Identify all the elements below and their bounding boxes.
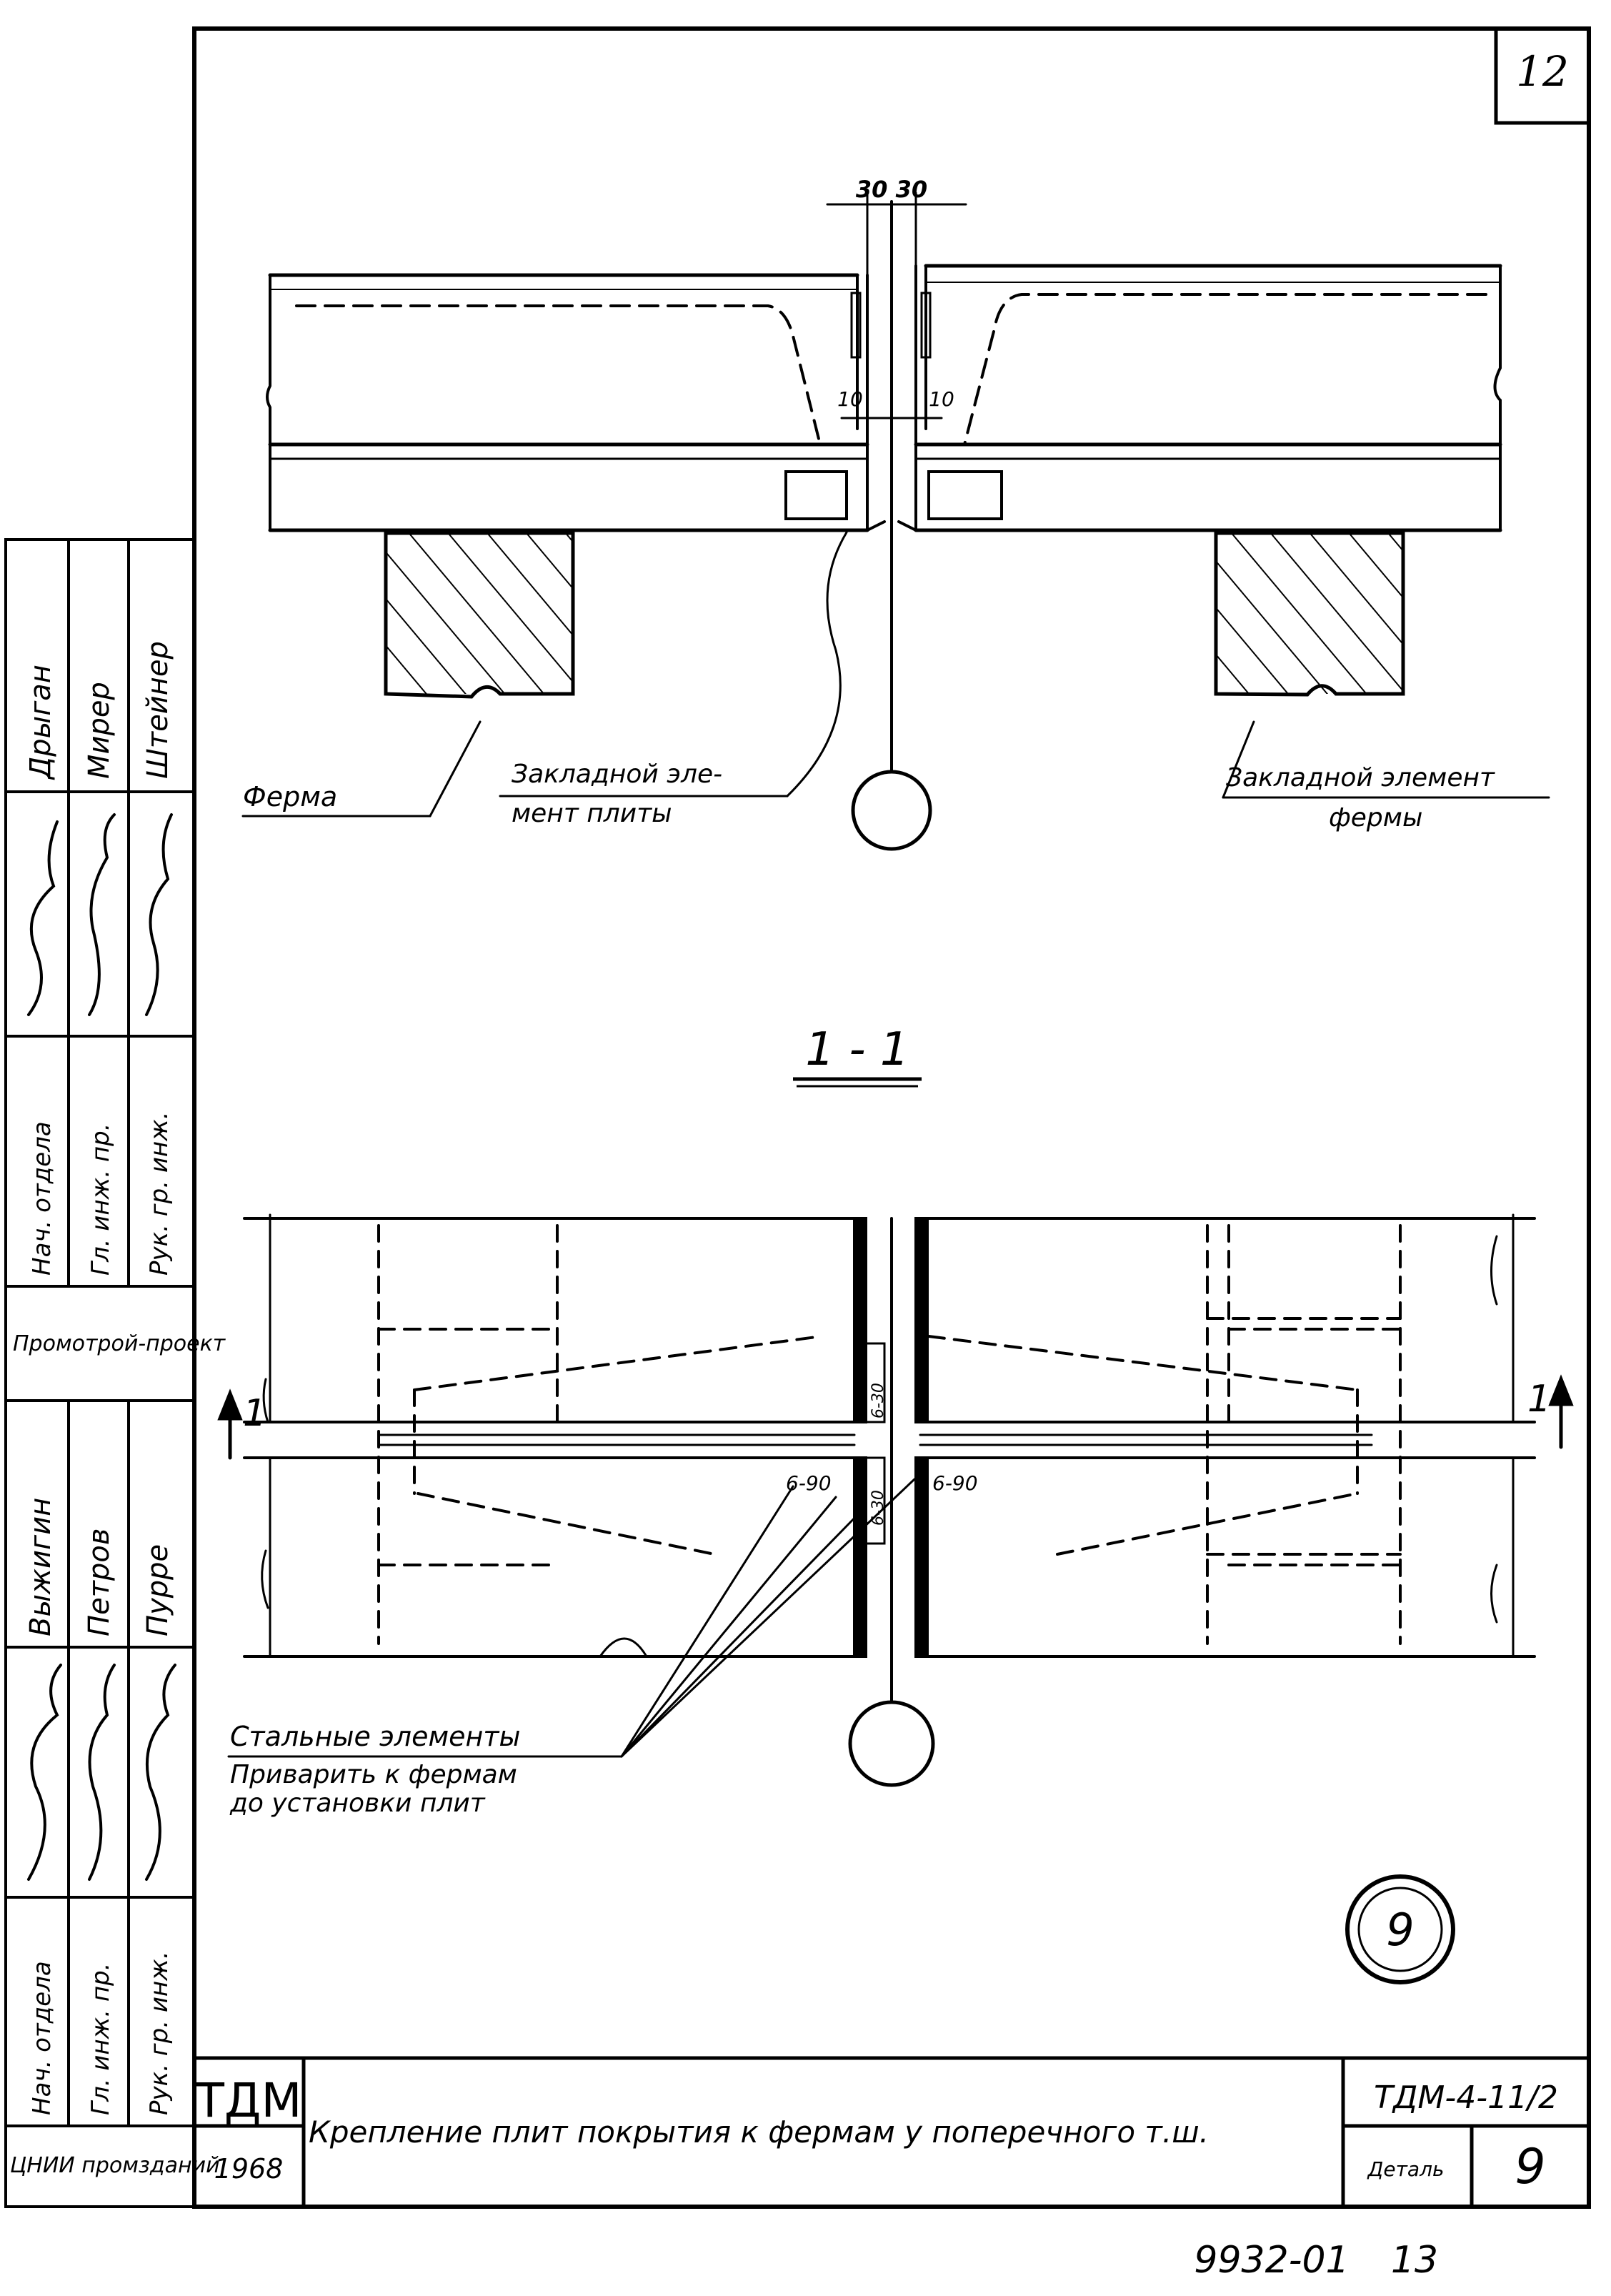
plan-outline	[243, 1217, 1536, 1658]
stamp-org-bottom: ЦНИИ промзданий	[10, 2153, 220, 2178]
stamp-name-2: Мирер	[83, 682, 116, 779]
stamp-name-3: Штейнер	[141, 641, 174, 779]
plan-view	[217, 1213, 1574, 1984]
stamp-name-4: Выжигин	[24, 1498, 57, 1636]
stamp-name-6: Пурре	[141, 1544, 174, 1636]
stamp-role-6: Рук. гр. инж.	[145, 1951, 174, 2115]
top-view	[241, 192, 1550, 851]
dimension-right: 10	[929, 387, 954, 411]
section-mark-right	[1548, 1374, 1574, 1449]
section-mark-right-label: 1	[1527, 1378, 1551, 1421]
stamp-name-1: Дрыган	[24, 665, 57, 780]
note-leader-lines	[227, 1478, 916, 1758]
detail-label: Деталь	[1367, 2157, 1445, 2181]
dimension-left: 10	[837, 387, 863, 411]
plan-vertical-lines	[269, 1213, 1515, 1658]
label-embed-plate-line1: Закладной эле-	[512, 760, 722, 789]
view-number: 9	[1386, 1904, 1414, 1956]
stamp-role-4: Нач. отдела	[28, 1961, 56, 2115]
weld-label-vertical-lower: 6-30	[869, 1490, 887, 1526]
label-embed-truss-line2: фермы	[1329, 803, 1422, 833]
weld-label-vertical-upper: 6-30	[869, 1383, 887, 1418]
note-line3: до установки плит	[229, 1789, 486, 1818]
note-line2: Приварить к фермам	[230, 1760, 517, 1789]
label-truss: Ферма	[243, 781, 337, 812]
note-line1: Стальные элементы	[230, 1721, 521, 1752]
truss-support-left	[384, 531, 575, 699]
stamp-role-2: Гл. инж. пр.	[86, 1123, 115, 1276]
bottom-code: 9932-01	[1194, 2239, 1349, 2282]
dimension-top: 30 30	[856, 176, 927, 203]
label-embed-truss-line1: Закладной элемент	[1226, 763, 1495, 792]
plan-dashed-outlines	[377, 1224, 1402, 1645]
bottom-page: 13	[1391, 2239, 1438, 2282]
stamp-role-5: Гл. инж. пр.	[86, 1963, 115, 2115]
left-stamp	[4, 538, 196, 2208]
leader-lines-top	[241, 531, 1550, 817]
truss-support-right	[1214, 531, 1405, 697]
axis-line-top	[851, 200, 932, 851]
section-label-text: 1 - 1	[805, 1023, 909, 1076]
detail-number: 9	[1515, 2139, 1545, 2195]
title-logo: ТДМ	[195, 2073, 302, 2128]
dimension-lines	[826, 192, 967, 419]
plan-joint-plates	[853, 1217, 929, 1658]
weld-label-right: 6-90	[932, 1471, 978, 1495]
left-slab-outline	[266, 273, 869, 532]
stamp-org-mid: Промотрой-проект	[13, 1331, 226, 1356]
section-label: 1 - 1	[793, 1023, 922, 1088]
stamp-role-3: Рук. гр. инж.	[145, 1111, 174, 1276]
stamp-name-5: Петров	[83, 1529, 116, 1636]
joint-plates	[850, 264, 932, 532]
sheet-number: 12	[1516, 47, 1569, 96]
title-year: 1968	[214, 2153, 284, 2185]
drawing-code: ТДМ-4-11/2	[1374, 2079, 1558, 2116]
weld-label-left: 6-90	[786, 1471, 832, 1495]
view-number-badge	[1345, 1874, 1455, 1984]
section-mark-left-label: 1	[243, 1392, 266, 1435]
sheet-number-box: 12	[1494, 26, 1591, 125]
drawing-title: Крепление плит покрытия к фермам у попер…	[309, 2114, 1209, 2150]
signatures	[27, 813, 176, 1881]
section-mark-left	[217, 1388, 243, 1460]
title-block	[194, 2058, 1589, 2207]
axis-circle-plan	[848, 1700, 935, 1787]
axis-circle	[851, 770, 932, 851]
right-slab-outline	[914, 264, 1502, 532]
label-embed-plate-line2: мент плиты	[512, 799, 672, 828]
stamp-role-1: Нач. отдела	[28, 1121, 56, 1276]
